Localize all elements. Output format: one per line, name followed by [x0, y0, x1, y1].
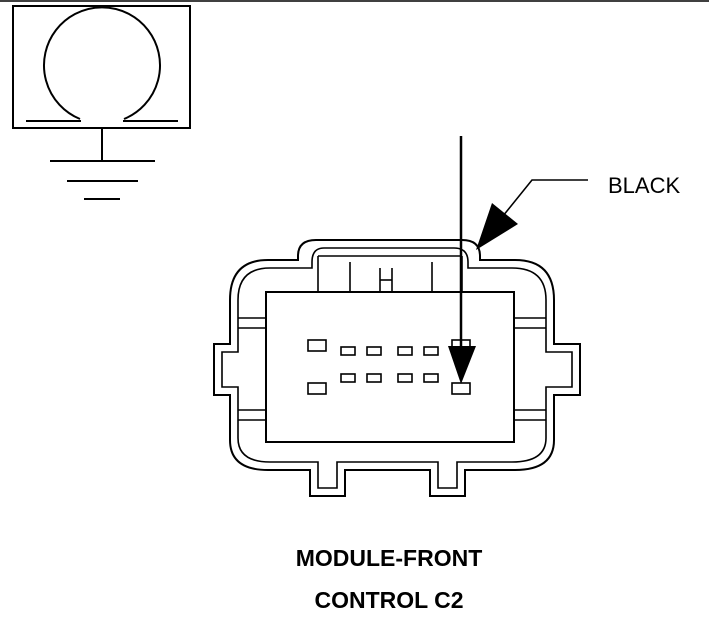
ground-symbol-icon: [12, 5, 191, 200]
connector-face-icon: [213, 239, 581, 497]
arrow-icon: [448, 136, 476, 384]
wire-color-label: BLACK: [608, 173, 680, 198]
wire-color-leader: [476, 179, 588, 250]
title-line-2: CONTROL C2: [314, 587, 463, 613]
title-line-1: MODULE-FRONT: [296, 545, 483, 571]
